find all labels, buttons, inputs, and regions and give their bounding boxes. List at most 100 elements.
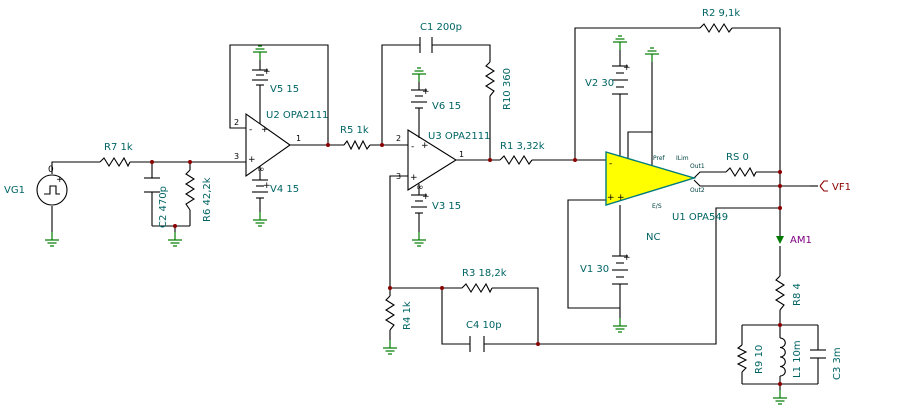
batteries — [252, 60, 628, 288]
u2-plus: + — [248, 155, 256, 165]
u2-minus: - — [249, 125, 252, 135]
u1-nc: NC — [646, 232, 660, 243]
v6-plus: + — [422, 87, 430, 97]
r7-label: R7 1k — [104, 142, 133, 153]
u1-power-opamp[interactable] — [605, 151, 697, 206]
r6-label: R6 42,2k — [202, 177, 213, 222]
ground-icon — [252, 45, 268, 61]
r4-resistor[interactable] — [384, 295, 396, 331]
r10-resistor[interactable] — [484, 61, 496, 97]
u2-pin3: 3 — [234, 152, 239, 161]
c3-capacitor[interactable] — [810, 349, 826, 359]
ground-icon — [252, 211, 268, 227]
r1-resistor[interactable] — [499, 154, 533, 166]
resistors — [99, 22, 786, 373]
u1-out2: Out2 — [690, 187, 705, 194]
r3-label: R3 18,2k — [462, 268, 507, 279]
am1-ammeter[interactable] — [776, 236, 784, 244]
rs-label: RS 0 — [726, 152, 749, 163]
v2-battery[interactable] — [612, 65, 628, 98]
r3-resistor[interactable] — [461, 282, 493, 294]
r2-label: R2 9,1k — [702, 8, 740, 19]
ground-icon — [772, 389, 788, 405]
u2-label: U2 OPA2111 — [266, 110, 328, 121]
vg1-source[interactable] — [36, 174, 68, 206]
r5-resistor[interactable] — [343, 139, 371, 151]
u3-minus: - — [411, 142, 414, 152]
v5-plus: + — [263, 67, 271, 77]
r8-resistor[interactable] — [774, 275, 786, 311]
u3-opamp[interactable] — [407, 129, 458, 191]
u1-vplus: + — [617, 193, 625, 203]
r7-resistor[interactable] — [99, 156, 131, 168]
rs-resistor[interactable] — [725, 166, 757, 178]
c4-label: C4 10p — [466, 320, 502, 331]
vg1-value-label: 0 — [48, 165, 54, 175]
u3-label: U3 OPA2111 — [428, 131, 490, 142]
ground-icon — [411, 231, 427, 247]
u1-label: U1 OPA549 — [672, 212, 728, 223]
v4-label: V4 15 — [270, 184, 299, 195]
r10-label: R10 360 — [502, 68, 513, 110]
ground-icon — [44, 231, 60, 247]
r5-label: R5 1k — [340, 125, 369, 136]
r8-label: R8 4 — [792, 283, 803, 306]
v4-battery[interactable] — [252, 179, 268, 212]
v6-battery[interactable] — [411, 82, 427, 112]
u2-vminus: ∞ — [257, 165, 265, 175]
u3-vminus: ∞ — [416, 183, 424, 193]
u3-pin2: 2 — [396, 134, 401, 143]
c1-label: C1 200p — [420, 22, 462, 33]
v6-label: V6 15 — [432, 101, 461, 112]
vf1-probe[interactable] — [810, 180, 828, 192]
labels: VG1 0 R7 1k C2 470p R6 42,2k U2 OPA2111 … — [4, 8, 851, 380]
ground-icon — [612, 35, 628, 51]
u3-pin3: 3 — [396, 172, 401, 181]
u1-out1: Out1 — [690, 163, 705, 170]
v5-battery[interactable] — [252, 60, 268, 90]
vf1-label: VF1 — [832, 182, 851, 193]
ground-icon — [382, 339, 398, 355]
ground-icon — [644, 47, 660, 63]
c2-capacitor[interactable] — [144, 177, 160, 193]
u1-es: E/S — [652, 203, 662, 210]
u1-ilim: ILim — [676, 155, 689, 162]
v4-plus: + — [263, 181, 271, 191]
c3-label: C3 3m — [832, 347, 843, 380]
v1-battery[interactable] — [612, 255, 628, 288]
am1-label: AM1 — [790, 235, 812, 246]
r9-label: R9 10 — [754, 345, 765, 374]
u3-plus: + — [410, 173, 418, 183]
c4-capacitor[interactable] — [469, 336, 485, 352]
u2-pin2: 2 — [234, 118, 239, 127]
v3-battery[interactable] — [411, 194, 427, 232]
u2-opamp[interactable] — [245, 112, 291, 178]
wires — [51, 27, 819, 390]
l1-label: L1 10m — [792, 340, 803, 378]
c2-label: C2 470p — [158, 186, 169, 228]
u2-pin1: 1 — [296, 134, 301, 143]
r1-label: R1 3,32k — [500, 141, 545, 152]
c1-capacitor[interactable] — [419, 37, 433, 53]
l1-inductor[interactable] — [779, 337, 786, 377]
r6-resistor[interactable] — [184, 169, 196, 211]
vg1-plus: + — [56, 175, 64, 185]
v3-label: V3 15 — [432, 201, 461, 212]
junctions — [150, 143, 782, 386]
u1-minus: - — [609, 159, 612, 169]
u2-vplus: + — [261, 125, 269, 135]
v2-label: V2 30 — [585, 78, 614, 89]
ground-icon — [411, 67, 427, 83]
r2-resistor[interactable] — [699, 22, 733, 34]
capacitors — [144, 37, 826, 359]
v3-plus: + — [422, 192, 430, 202]
v1-plus: + — [623, 253, 631, 263]
ground-icon — [167, 231, 183, 247]
v5-label: V5 15 — [270, 84, 299, 95]
u3-pin1: 1 — [459, 150, 464, 159]
r4-label: R4 1k — [402, 301, 413, 330]
r9-resistor[interactable] — [736, 344, 748, 373]
u1-plus: + — [607, 193, 615, 203]
u1-pref: Pref — [653, 155, 666, 162]
